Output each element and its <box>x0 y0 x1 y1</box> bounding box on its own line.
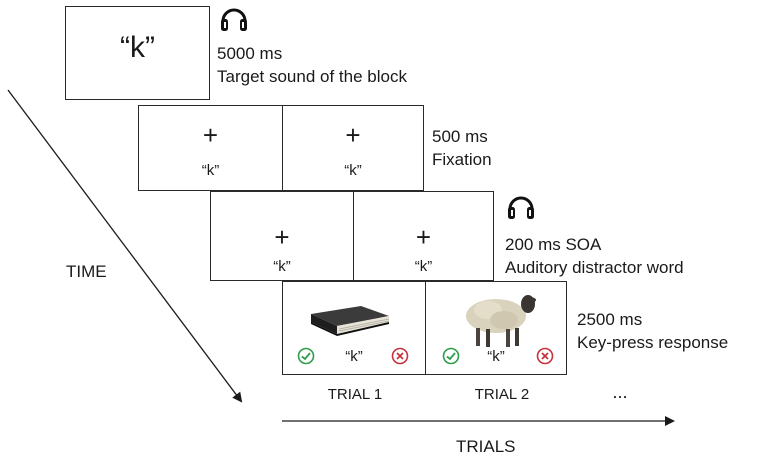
step-duration: 5000 ms <box>217 44 283 63</box>
x-circle-icon <box>391 347 409 365</box>
response-cell-trial-2: “k” <box>425 282 566 374</box>
fixation-cue: “k” <box>344 162 362 179</box>
time-arrow <box>7 89 243 403</box>
step-duration: 2500 ms <box>577 310 643 329</box>
fixation-cross: + <box>415 222 432 252</box>
trials-axis-label: TRIALS <box>456 437 516 456</box>
distractor-cue: “k” <box>273 258 291 275</box>
headphones-icon <box>508 196 534 219</box>
sheep-icon <box>466 295 536 347</box>
check-circle-icon <box>297 347 315 365</box>
distractor-cell-trial-1: + “k” <box>211 192 353 280</box>
step-duration: 200 ms SOA <box>505 235 602 254</box>
fixation-cross: + <box>345 120 361 150</box>
response-cue: “k” <box>345 348 363 365</box>
check-circle-icon <box>442 347 460 365</box>
block-cue-panel: “k” <box>65 6 210 100</box>
block-cue-text: “k” <box>120 31 155 64</box>
x-circle-icon <box>536 347 554 365</box>
trial-label-2: TRIAL 2 <box>474 386 530 403</box>
response-cue: “k” <box>487 348 505 365</box>
fixation-cross: + <box>202 120 219 150</box>
fixation-cell-trial-2: + “k” <box>282 106 423 190</box>
step-label-block-cue: 5000 ms Target sound of the block <box>217 42 407 88</box>
step-duration: 500 ms <box>432 127 488 146</box>
response-panel: “k” “k” <box>282 281 567 375</box>
headphones-icon <box>221 8 247 31</box>
step-label-response: 2500 ms Key-press response <box>577 308 728 354</box>
fixation-panel: + “k” + “k” <box>138 105 424 191</box>
distractor-cue: “k” <box>414 258 433 275</box>
step-description: Fixation <box>432 150 492 169</box>
step-description: Key-press response <box>577 333 729 352</box>
trial-label-1: TRIAL 1 <box>327 386 383 403</box>
time-axis-label: TIME <box>66 262 107 281</box>
step-label-distractor: 200 ms SOA Auditory distractor word <box>505 233 684 279</box>
fixation-cue: “k” <box>201 162 220 179</box>
book-icon <box>311 306 390 336</box>
response-cell-trial-1: “k” <box>283 282 425 374</box>
ellipsis: ... <box>612 382 628 402</box>
fixation-cell-trial-1: + “k” <box>139 106 282 190</box>
fixation-cross: + <box>274 222 290 252</box>
step-description: Target sound of the block <box>217 67 407 86</box>
step-description: Auditory distractor word <box>505 258 684 277</box>
distractor-cell-trial-2: + “k” <box>353 192 493 280</box>
distractor-panel: + “k” + “k” <box>210 191 494 281</box>
step-label-fixation: 500 ms Fixation <box>432 125 492 171</box>
